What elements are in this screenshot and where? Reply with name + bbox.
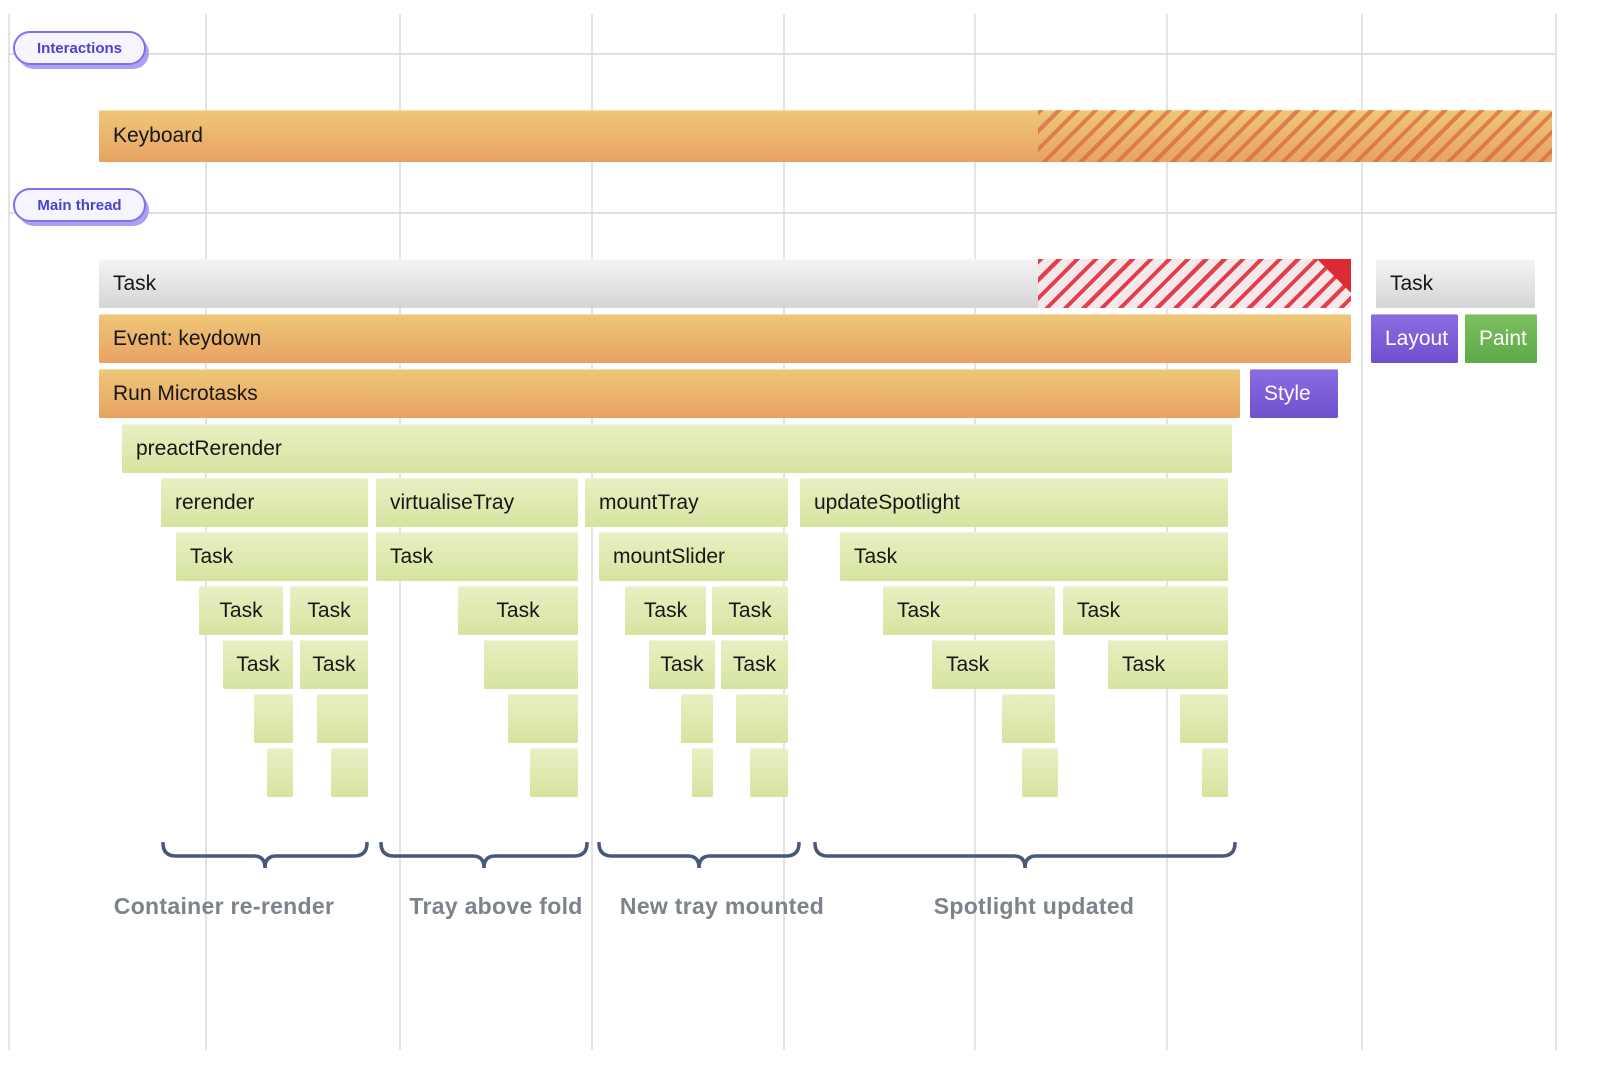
- task-frame-bar[interactable]: Task: [176, 532, 368, 581]
- annotation-brace: [161, 842, 369, 869]
- anonymous-frame-bar[interactable]: [267, 748, 293, 797]
- task-frame-bar[interactable]: Task: [721, 640, 788, 689]
- annotation-brace: [379, 842, 589, 869]
- anonymous-frame-bar[interactable]: [736, 694, 788, 743]
- bar-label: Task: [307, 598, 351, 622]
- interactions-track-pill[interactable]: Interactions: [13, 31, 146, 65]
- bar-label: Task: [1122, 652, 1166, 676]
- bar-label: Keyboard: [113, 124, 203, 147]
- task-frame-bar[interactable]: Task: [712, 586, 788, 635]
- track-separator-line: [8, 212, 1556, 214]
- bar-label: rerender: [175, 490, 255, 514]
- bar-label: preactRerender: [136, 436, 282, 460]
- bar-label: Task: [219, 598, 263, 622]
- bar-label: Task: [854, 544, 898, 568]
- anonymous-frame-bar[interactable]: [508, 694, 578, 743]
- bar-label: Task: [496, 598, 540, 622]
- anonymous-frame-bar[interactable]: [750, 748, 788, 797]
- main-thread-track-label: Main thread: [37, 196, 122, 214]
- task-frame-bar[interactable]: Task: [840, 532, 1228, 581]
- bar-label: Task: [236, 652, 280, 676]
- anonymous-frame-bar[interactable]: [254, 694, 293, 743]
- annotation-label: Spotlight updated: [933, 893, 1135, 919]
- long-task-bar[interactable]: Task: [99, 259, 1351, 308]
- bar-label: updateSpotlight: [814, 490, 960, 514]
- keyboard-interaction-bar[interactable]: Keyboard: [99, 110, 1552, 162]
- bar-label: Task: [113, 271, 157, 295]
- task-frame-bar[interactable]: Task: [625, 586, 706, 635]
- preact-rerender-bar[interactable]: preactRerender: [122, 424, 1232, 473]
- task-frame-bar[interactable]: Task: [932, 640, 1055, 689]
- gridline-vertical: [8, 14, 10, 1050]
- annotation-label: Container re-render: [113, 893, 335, 919]
- paint-bar[interactable]: Paint: [1465, 314, 1537, 363]
- long-task-hatch: [1038, 259, 1351, 308]
- interactions-track-label: Interactions: [36, 39, 123, 57]
- annotation-brace: [813, 842, 1237, 869]
- anonymous-frame-bar[interactable]: [1002, 694, 1055, 743]
- bar-label: Style: [1264, 381, 1311, 405]
- mount-tray-bar[interactable]: mountTray: [585, 478, 788, 527]
- update-spotlight-bar[interactable]: updateSpotlight: [800, 478, 1228, 527]
- second-task-bar[interactable]: Task: [1376, 259, 1535, 308]
- bar-label: Task: [660, 652, 704, 676]
- main-thread-track-pill[interactable]: Main thread: [13, 188, 146, 222]
- bar-label: Event: keydown: [113, 326, 262, 350]
- bar-label: Task: [390, 544, 434, 568]
- task-frame-bar[interactable]: Task: [458, 586, 578, 635]
- bar-label: Task: [643, 598, 688, 622]
- task-frame-bar[interactable]: Task: [649, 640, 715, 689]
- bar-label: Paint: [1479, 326, 1527, 350]
- anonymous-frame-bar[interactable]: [331, 748, 368, 797]
- bar-label: Task: [897, 598, 941, 622]
- rerender-bar[interactable]: rerender: [161, 478, 368, 527]
- annotation-label: Tray above fold: [409, 893, 583, 919]
- task-frame-bar[interactable]: Task: [1108, 640, 1228, 689]
- presentation-delay-hatch: [1038, 110, 1552, 162]
- bar-label: mountSlider: [613, 544, 726, 568]
- mount-slider-bar[interactable]: mountSlider: [599, 532, 788, 581]
- annotation-brace: [597, 842, 801, 869]
- bar-label: Task: [312, 652, 356, 676]
- anonymous-frame-bar[interactable]: [1202, 748, 1228, 797]
- task-frame-bar[interactable]: Task: [300, 640, 368, 689]
- gridline-vertical: [1555, 14, 1557, 1050]
- bar-label: Task: [946, 652, 990, 676]
- bar-label: Task: [728, 598, 772, 622]
- bar-label: Run Microtasks: [113, 381, 258, 405]
- anonymous-frame-bar[interactable]: [692, 748, 713, 797]
- bar-label: virtualiseTray: [390, 490, 515, 514]
- task-frame-bar[interactable]: Task: [290, 586, 368, 635]
- anonymous-frame-bar[interactable]: [317, 694, 368, 743]
- annotation-label: New tray mounted: [619, 893, 825, 919]
- task-frame-bar[interactable]: Task: [1063, 586, 1228, 635]
- anonymous-frame-bar[interactable]: [681, 694, 713, 743]
- bar-label: Task: [732, 652, 777, 676]
- layout-bar[interactable]: Layout: [1371, 314, 1458, 363]
- anonymous-frame-bar[interactable]: [530, 748, 578, 797]
- virtualise-tray-bar[interactable]: virtualiseTray: [376, 478, 578, 527]
- event-keydown-bar[interactable]: Event: keydown: [99, 314, 1351, 363]
- bar-label: Layout: [1385, 326, 1449, 350]
- anonymous-frame-bar[interactable]: [484, 640, 578, 689]
- gridline-vertical: [1361, 14, 1363, 1050]
- task-frame-bar[interactable]: Task: [376, 532, 578, 581]
- task-frame-bar[interactable]: Task: [223, 640, 293, 689]
- bar-label: Task: [190, 544, 234, 568]
- style-bar[interactable]: Style: [1250, 369, 1338, 418]
- task-frame-bar[interactable]: Task: [199, 586, 283, 635]
- bar-label: Task: [1077, 598, 1121, 622]
- bar-label: Task: [1390, 271, 1434, 295]
- run-microtasks-bar[interactable]: Run Microtasks: [99, 369, 1240, 418]
- bar-label: mountTray: [599, 490, 699, 514]
- track-separator-line: [8, 53, 1556, 55]
- task-frame-bar[interactable]: Task: [883, 586, 1055, 635]
- gridline-vertical: [591, 14, 593, 1050]
- long-task-corner-icon: [1317, 259, 1351, 293]
- anonymous-frame-bar[interactable]: [1180, 694, 1228, 743]
- anonymous-frame-bar[interactable]: [1022, 748, 1058, 797]
